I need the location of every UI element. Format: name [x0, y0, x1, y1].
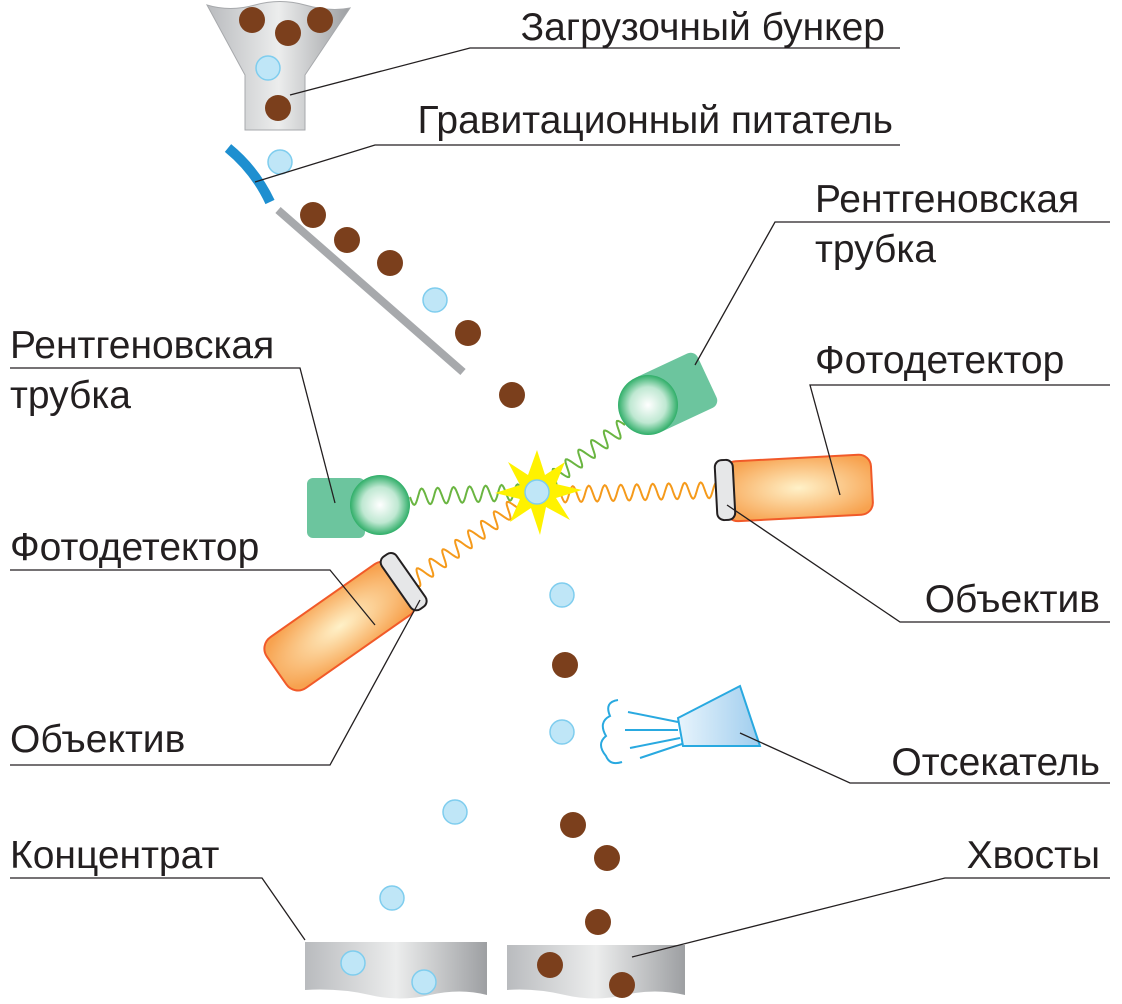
label-hopper: Загрузочный бункер [521, 6, 885, 49]
lens-left [379, 552, 428, 612]
waste-particle [537, 952, 563, 978]
waste-particle [377, 250, 403, 276]
waste-particle [594, 845, 620, 871]
mineral-particle [340, 950, 366, 976]
label-detector-right: Фотодетектор [815, 339, 1064, 382]
ejector [600, 684, 762, 765]
mineral-particle [379, 885, 405, 911]
mineral-particle [267, 149, 293, 175]
wave [540, 419, 626, 488]
mineral-particle [549, 719, 575, 745]
label-xray-right-2: трубка [815, 228, 936, 271]
waste-particle [334, 227, 360, 253]
mineral-particle [411, 969, 437, 995]
mineral-particle [442, 799, 468, 825]
waste-particle [300, 202, 326, 228]
label-lens-right: Объектив [925, 578, 1100, 621]
wave [544, 481, 717, 505]
label-xray-left-1: Рентгеновская [10, 324, 274, 367]
lens-right [713, 458, 737, 522]
chute [275, 206, 466, 376]
label-xray-right-1: Рентгеновская [815, 178, 1079, 221]
waste-particle [552, 652, 578, 678]
label-tailings: Хвосты [967, 834, 1100, 877]
radiation-waves [409, 419, 717, 588]
mineral-particle [524, 479, 550, 505]
waste-particle [585, 909, 611, 935]
ore-particles [239, 7, 620, 935]
concentrate-bin [305, 942, 487, 999]
waste-particle [307, 7, 333, 33]
label-feeder: Гравитационный питатель [417, 99, 893, 142]
waste-particle [499, 382, 525, 408]
waste-particle [239, 7, 265, 33]
tailings-bin [507, 945, 685, 999]
photodetector-left [263, 552, 428, 692]
waste-particle [609, 972, 635, 998]
label-xray-left-2: трубка [10, 374, 131, 417]
waste-particle [455, 320, 481, 346]
label-ejector: Отсекатель [891, 741, 1100, 784]
mineral-particle [549, 582, 575, 608]
xray-tube-left [307, 475, 410, 538]
leader-lines [10, 47, 1110, 958]
wave [411, 491, 534, 588]
xray-tube-right [618, 352, 718, 435]
photodetector-right [713, 453, 874, 523]
waste-particle [275, 20, 301, 46]
waste-particle [265, 95, 291, 121]
mineral-particle [255, 55, 281, 81]
label-concentrate: Концентрат [10, 834, 219, 877]
mineral-particle [422, 287, 448, 313]
gravity-feeder [224, 144, 275, 205]
label-lens-left: Объектив [10, 718, 185, 761]
label-detector-left: Фотодетектор [10, 526, 259, 569]
bin-particles [340, 950, 635, 998]
waste-particle [560, 812, 586, 838]
